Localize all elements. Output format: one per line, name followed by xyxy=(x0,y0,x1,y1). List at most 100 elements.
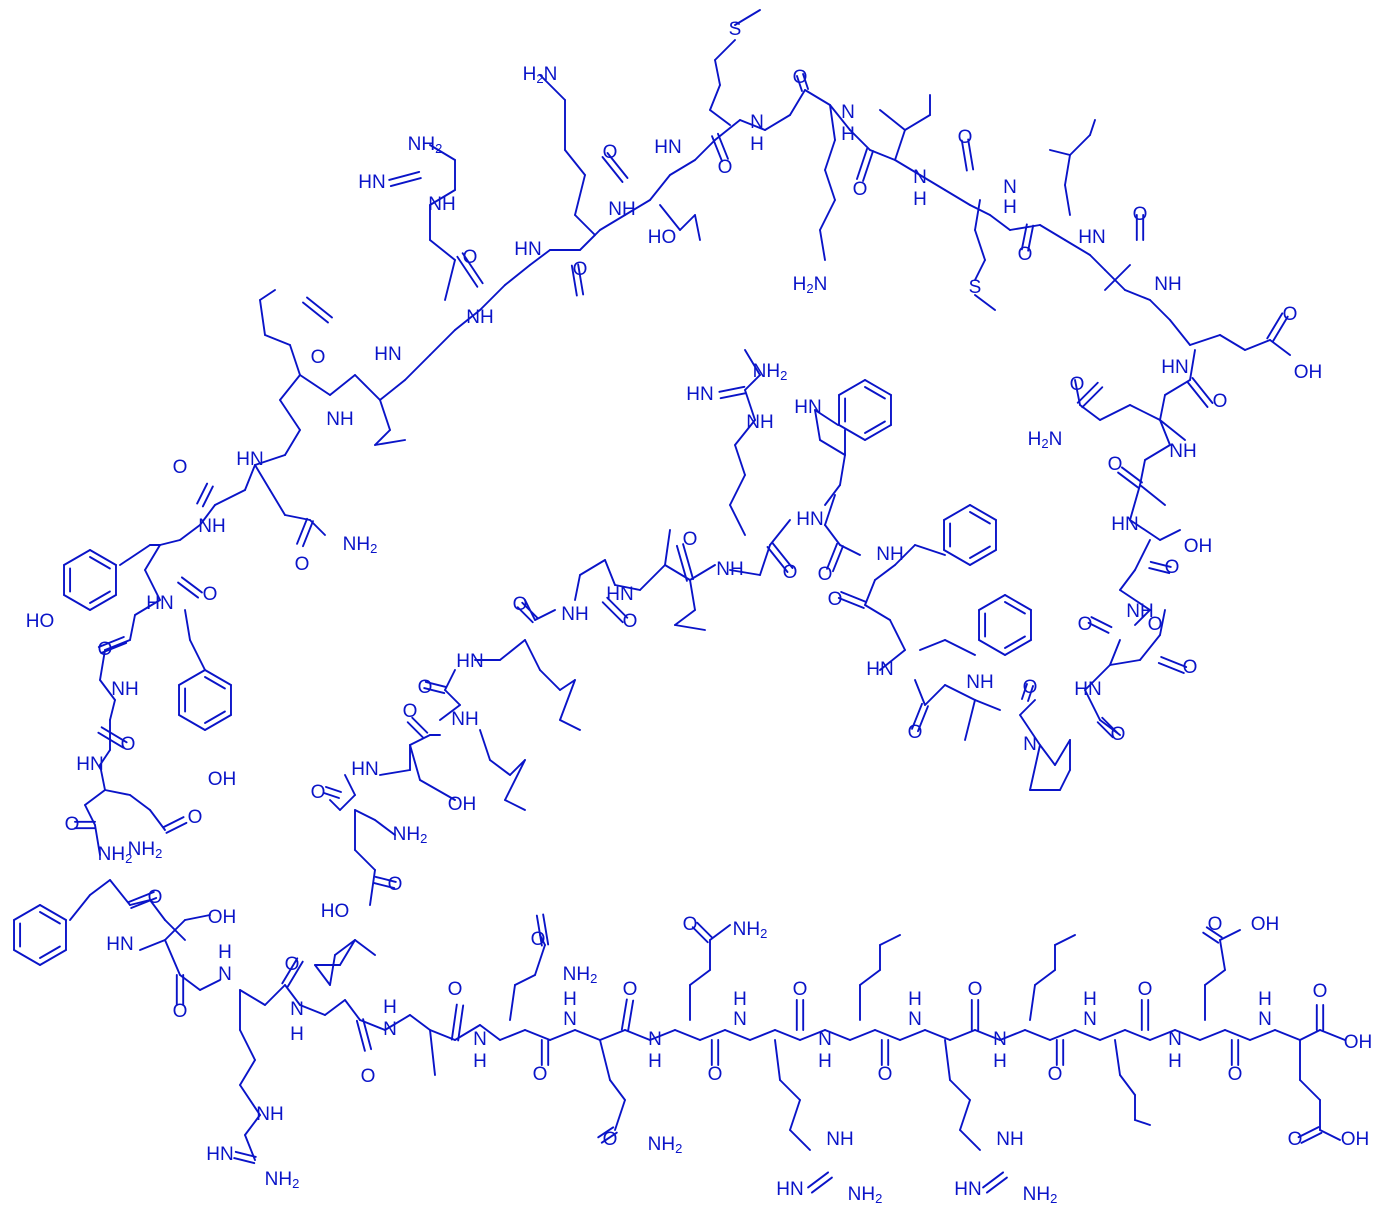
lysine-side-chain xyxy=(539,74,566,101)
double-bond xyxy=(97,731,125,749)
asparagine-side-chain xyxy=(129,794,151,811)
leucine-side-chain xyxy=(1054,934,1076,946)
arginine-side-chain xyxy=(444,259,456,301)
amine-label: NH2 xyxy=(648,1134,683,1156)
backbone-bond xyxy=(329,799,341,811)
backbone-bond xyxy=(264,984,286,1006)
double-bond xyxy=(457,1004,465,1042)
oxygen-label: O xyxy=(388,874,403,895)
double-bond xyxy=(1076,381,1099,404)
oxygen-label: O xyxy=(148,887,163,908)
tyrosine-ring xyxy=(178,669,206,686)
hydroxyl-label: OH xyxy=(1251,914,1280,935)
backbone-bond xyxy=(849,129,871,151)
amine-label: NH2 xyxy=(98,844,133,866)
backbone-bond xyxy=(899,1029,926,1041)
oxygen-label: O xyxy=(361,1066,376,1087)
arginine-side-chain xyxy=(239,1029,256,1061)
double-bond xyxy=(1157,662,1185,674)
amide-label: HN xyxy=(514,239,541,260)
amide-label: N xyxy=(473,1029,487,1050)
backbone-bond xyxy=(1159,394,1166,421)
backbone-bond xyxy=(864,579,876,606)
isoleucine-side-chain xyxy=(354,939,376,956)
methionine-side-chain xyxy=(974,229,986,261)
double-bond xyxy=(840,591,868,603)
glutamine-side-chain xyxy=(1129,404,1161,421)
isoleucine-side-chain xyxy=(264,334,291,346)
oxygen-label: O xyxy=(1018,244,1033,265)
serine-side-chain xyxy=(409,744,421,781)
backbone-bond xyxy=(1274,1029,1301,1041)
backbone-bond xyxy=(429,1029,456,1041)
oxygen-label: O xyxy=(463,247,478,268)
amide-label: H xyxy=(473,1051,487,1072)
double-bond xyxy=(535,914,543,947)
oxygen-label: O xyxy=(573,259,588,280)
double-bond xyxy=(411,716,429,734)
arginine-side-chain xyxy=(959,1099,971,1131)
methionine-side-chain xyxy=(714,59,721,86)
backbone-bond xyxy=(1099,1029,1126,1041)
oxygen-label: O xyxy=(783,562,798,583)
backbone-bond xyxy=(284,429,301,456)
arginine-side-chain xyxy=(774,1039,781,1081)
backbone-bond xyxy=(129,614,136,641)
backbone-bond xyxy=(1189,349,1196,381)
asparagine-side-chain xyxy=(534,944,546,976)
backbone-bond xyxy=(789,89,806,116)
phenyl-ring xyxy=(1004,635,1026,649)
backbone-bond xyxy=(724,1029,751,1041)
double-bond xyxy=(521,601,539,619)
glutamate-side-chain xyxy=(1244,339,1271,351)
double-bond xyxy=(1271,315,1289,343)
double-bond xyxy=(323,792,340,799)
sulfur-label: S xyxy=(969,277,982,298)
backbone-bond xyxy=(1174,1029,1201,1041)
amide-label: N xyxy=(913,167,927,188)
backbone-bond xyxy=(144,544,161,571)
backbone-bond xyxy=(919,174,946,191)
double-bond xyxy=(1186,381,1209,408)
leucine-side-chain xyxy=(539,669,561,691)
backbone-bond xyxy=(254,454,286,466)
lysine-side-chain xyxy=(824,139,836,171)
backbone-bond xyxy=(144,569,161,601)
backbone-bond xyxy=(1024,1029,1051,1041)
double-bond xyxy=(374,875,397,883)
glutamine-side-chain xyxy=(269,489,286,516)
double-bond xyxy=(1160,656,1188,668)
tyrosine-ring xyxy=(89,594,117,611)
tyrosine-side-chain xyxy=(119,544,151,566)
isoleucine-side-chain xyxy=(259,289,276,301)
oxygen-label: O xyxy=(968,979,983,1000)
glutamine-side-chain xyxy=(284,514,311,521)
amide-label: HN xyxy=(1161,357,1188,378)
alanine-side-chain xyxy=(1104,264,1131,291)
arginine-side-chain xyxy=(429,239,456,261)
glutamine-side-chain xyxy=(254,464,271,491)
leucine-side-chain xyxy=(1119,1074,1136,1096)
double-bond xyxy=(597,1126,615,1139)
indole-benzene-ring xyxy=(864,420,886,434)
backbone-bond xyxy=(149,899,166,921)
double-bond xyxy=(802,73,809,90)
amide-label: HN xyxy=(1074,679,1101,700)
backbone-bond xyxy=(1064,239,1091,256)
backbone-bond xyxy=(579,229,601,251)
amide-label: NH xyxy=(466,307,493,328)
glutamine-side-chain xyxy=(614,1099,626,1131)
methionine-side-chain xyxy=(714,39,736,61)
backbone-bond xyxy=(1019,714,1041,746)
double-bond xyxy=(1300,1131,1323,1144)
double-bond xyxy=(355,1019,366,1052)
double-bond xyxy=(601,156,624,183)
backbone-bond xyxy=(99,679,116,701)
arginine-side-chain xyxy=(949,1079,971,1101)
proline-ring xyxy=(1054,739,1071,766)
phenyl-ring xyxy=(943,549,971,566)
double-bond xyxy=(717,132,729,160)
backbone-bond xyxy=(429,329,456,356)
tyrosine-ring xyxy=(63,549,91,566)
phenyl-ring xyxy=(39,911,61,925)
